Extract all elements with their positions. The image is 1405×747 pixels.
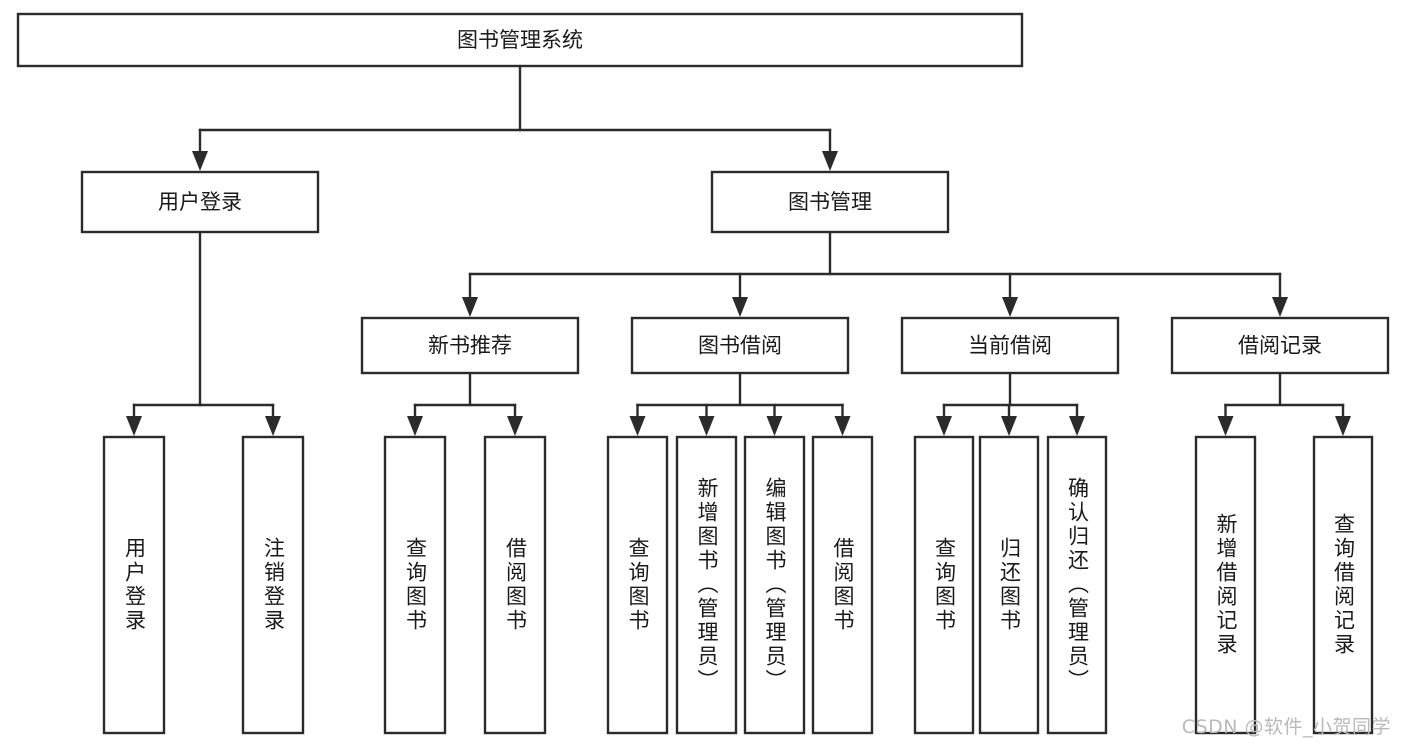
arrow-head-icon: [462, 297, 478, 317]
arrow-head-icon: [1001, 416, 1017, 436]
connector-layer: [126, 64, 1351, 436]
arrow-head-icon: [936, 416, 952, 436]
node-borrow-record[interactable]: [1170, 316, 1390, 375]
node-user-login-label: 用户登录: [158, 190, 242, 214]
node-leaf-query-record[interactable]: [1312, 435, 1374, 735]
node-leaf-logout[interactable]: [241, 435, 305, 735]
node-leaf-edit-book[interactable]: [743, 435, 806, 735]
node-leaf-user-login[interactable]: [102, 435, 166, 735]
node-current-borrow-label: 当前借阅: [968, 334, 1052, 358]
arrow-head-icon: [698, 416, 715, 436]
arrow-head-icon: [1217, 416, 1234, 436]
arrow-head-icon: [126, 416, 142, 436]
node-borrow-record-label: 借阅记录: [1238, 334, 1322, 358]
watermark-text: CSDN @软件_小贺同学: [1181, 716, 1391, 738]
node-current-borrow[interactable]: [900, 316, 1120, 375]
node-root[interactable]: [16, 12, 1024, 68]
node-new-book-recommend-label: 新书推荐: [428, 334, 512, 358]
node-box-layer: [16, 12, 1390, 735]
node-leaf-query-book-new[interactable]: [383, 435, 447, 735]
node-book-borrow[interactable]: [630, 316, 850, 375]
node-leaf-add-book[interactable]: [675, 435, 738, 735]
node-leaf-query-book-current[interactable]: [913, 435, 975, 735]
arrow-head-icon: [629, 416, 646, 436]
node-book-borrow-label: 图书借阅: [698, 334, 782, 358]
node-book-management-label: 图书管理: [788, 190, 872, 214]
arrow-head-icon: [834, 416, 851, 436]
arrow-head-icon: [1069, 416, 1085, 436]
node-leaf-query-book-borrow[interactable]: [606, 435, 669, 735]
node-leaf-confirm-return[interactable]: [1046, 435, 1108, 735]
arrow-head-icon: [265, 416, 281, 436]
node-leaf-borrow-book-new[interactable]: [483, 435, 547, 735]
arrow-head-icon: [507, 416, 523, 436]
arrow-head-icon: [766, 416, 783, 436]
node-leaf-borrow-book[interactable]: [811, 435, 874, 735]
arrow-head-icon: [1335, 416, 1351, 436]
node-leaf-return-book[interactable]: [978, 435, 1040, 735]
node-book-management[interactable]: [710, 170, 950, 234]
arrow-head-icon: [192, 151, 208, 171]
arrow-head-icon: [732, 297, 748, 317]
arrow-head-icon: [822, 151, 838, 171]
arrow-head-icon: [407, 416, 423, 436]
node-leaf-add-record[interactable]: [1194, 435, 1257, 735]
arrow-head-icon: [1002, 297, 1018, 317]
arrow-head-icon: [1272, 297, 1288, 317]
node-new-book-recommend[interactable]: [360, 316, 580, 375]
node-root-label: 图书管理系统: [457, 28, 583, 52]
node-user-login[interactable]: [80, 170, 320, 234]
